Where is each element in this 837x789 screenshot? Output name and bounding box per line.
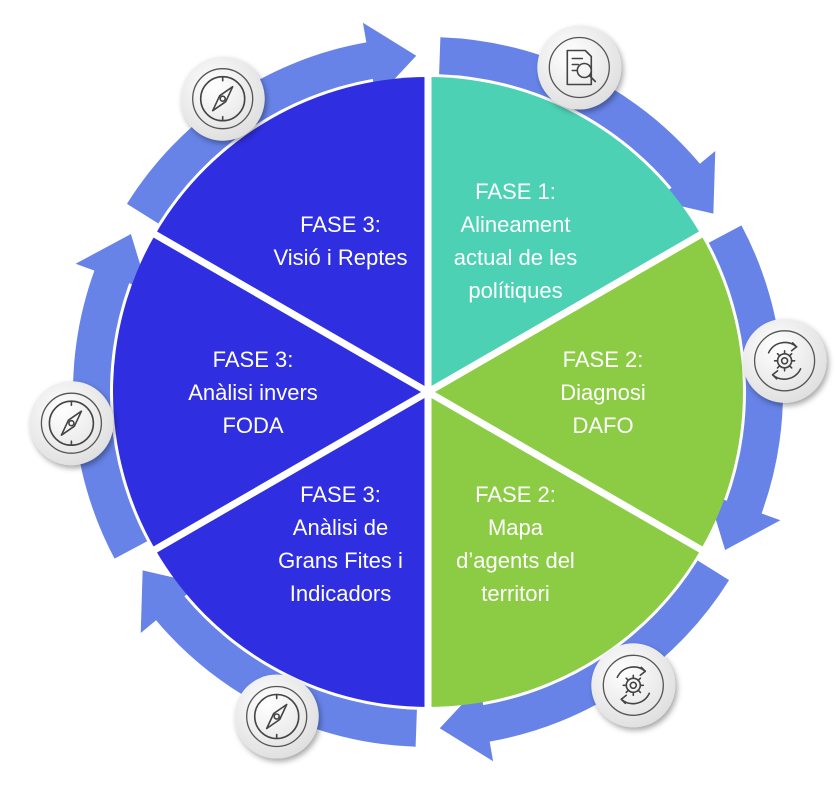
phase-segments [92,7,764,777]
label-line: DAFO [572,413,633,438]
label-line: FODA [222,413,283,438]
label-line: FASE 3: [213,347,294,372]
phase-icons [29,25,827,759]
phase-labels: FASE 1: Alineament actual de les polítiques… [188,179,646,606]
label-line: actual de les [454,245,578,270]
label-line: FASE 2: [475,482,556,507]
ring-arrow [140,570,417,747]
segment-fase3-analisi-invers [112,234,428,550]
label-line: d’agents del [456,548,575,573]
document-search-icon [537,25,622,110]
label-line: territori [481,581,549,606]
segment-fase2-diagnosi [428,234,743,550]
compass-icon [234,674,319,759]
ring-arrow [439,560,730,762]
segment-fase3-grans-fites [155,392,428,707]
segment-divider [92,196,430,396]
ring-arrow [439,37,716,214]
segment-divider [92,388,430,588]
label-line: FASE 3: [300,212,381,237]
ring-arrow [708,225,783,550]
label-line: Alineament [460,212,570,237]
segment-fase1-alineament [428,77,701,392]
compass-icon [180,56,265,141]
ring-arrow [72,234,148,559]
label-line: FASE 1: [475,179,556,204]
label-fase2-mapa: FASE 2: Mapa d’agents del territori [456,482,575,606]
label-line: Indicadors [290,581,392,606]
segment-divider [426,388,764,588]
label-line: Visió i Reptes [273,245,407,270]
label-line: Mapa [488,515,544,540]
label-line: polítiques [468,278,562,303]
label-fase1-alineament: FASE 1: Alineament actual de les polítiques [454,179,578,303]
label-line: Anàlisi invers [188,380,318,405]
label-line: Diagnosi [560,380,646,405]
segment-fase2-mapa [428,392,701,707]
ring-arrows [72,22,783,762]
label-line: Grans Fites i [278,548,403,573]
label-line: FASE 2: [563,347,644,372]
segment-divider [426,196,764,396]
label-fase3-grans-fites: FASE 3: Anàlisi de Grans Fites i Indicadors [278,482,403,606]
gear-cycle-icon [591,643,676,728]
compass-icon [29,381,114,466]
ring-arrow [126,22,417,224]
segment-fase3-visio [155,76,428,392]
gear-cycle-icon [742,318,827,403]
label-line: FASE 3: [300,482,381,507]
label-fase3-visio: FASE 3: Visió i Reptes [273,212,407,270]
label-line: Anàlisi de [293,515,388,540]
